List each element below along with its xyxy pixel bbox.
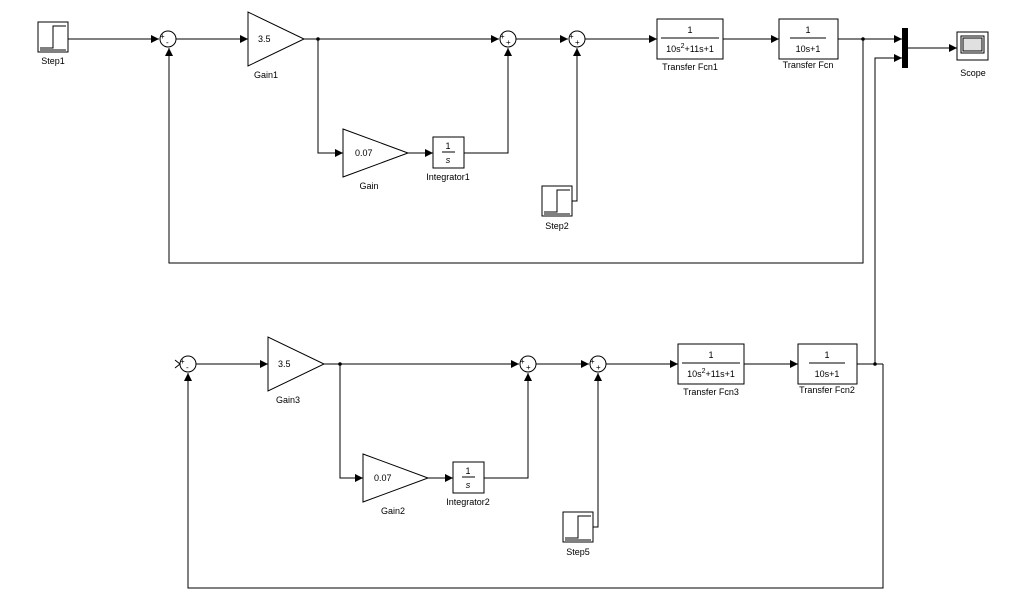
svg-text:1: 1 xyxy=(445,141,450,151)
gain3-label: Gain3 xyxy=(276,395,300,405)
transfer-fcn2-label: Transfer Fcn2 xyxy=(799,385,855,395)
integrator1-block[interactable]: 1 s xyxy=(432,136,465,169)
transfer-fcn2-block[interactable]: 1 10s+1 xyxy=(797,343,858,385)
svg-text:+: + xyxy=(500,32,505,41)
step5-block[interactable] xyxy=(562,511,594,543)
integrator2-block[interactable]: 1 s xyxy=(452,461,485,494)
transfer-fcn1-block[interactable]: 1 10s2+11s+1 xyxy=(656,18,724,60)
step2-label: Step2 xyxy=(545,221,569,231)
gain3-value: 3.5 xyxy=(278,359,291,369)
svg-text:10s2+11s+1: 10s2+11s+1 xyxy=(687,368,735,379)
svg-text:1: 1 xyxy=(465,466,470,476)
svg-text:+: + xyxy=(569,32,574,41)
svg-text:1: 1 xyxy=(708,350,713,360)
step5-label: Step5 xyxy=(566,547,590,557)
svg-text:s: s xyxy=(466,480,471,490)
svg-text:s: s xyxy=(446,155,451,165)
sum1-plus-sign: + xyxy=(160,32,165,41)
gain2-value: 0.07 xyxy=(374,473,392,483)
transfer-fcn-block[interactable]: 1 10s+1 xyxy=(778,18,839,60)
sum-block-3[interactable]: + + xyxy=(568,30,586,48)
sum1-minus-sign: - xyxy=(166,38,169,47)
svg-text:1: 1 xyxy=(687,25,692,35)
svg-text:10s+1: 10s+1 xyxy=(796,44,821,54)
gain3-block[interactable]: 3.5 xyxy=(267,336,326,392)
svg-text:1: 1 xyxy=(824,350,829,360)
sum-block-5[interactable]: + + xyxy=(519,355,537,373)
svg-text:+: + xyxy=(180,357,185,366)
gain-label: Gain xyxy=(359,181,378,191)
gain1-label: Gain1 xyxy=(254,70,278,80)
svg-text:-: - xyxy=(186,363,189,372)
transfer-fcn3-block[interactable]: 1 10s2+11s+1 xyxy=(677,343,745,385)
transfer-fcn1-label: Transfer Fcn1 xyxy=(662,62,718,72)
scope-block[interactable] xyxy=(956,31,989,61)
step1-block[interactable] xyxy=(37,21,69,53)
svg-text:+: + xyxy=(575,38,580,47)
svg-text:10s+1: 10s+1 xyxy=(815,369,840,379)
step2-block[interactable] xyxy=(541,185,573,217)
sum-block-6[interactable]: + + xyxy=(589,355,607,373)
svg-text:+: + xyxy=(526,363,531,372)
transfer-fcn3-label: Transfer Fcn3 xyxy=(683,387,739,397)
gain-value: 0.07 xyxy=(355,148,373,158)
integrator1-label: Integrator1 xyxy=(426,172,470,182)
gain1-block[interactable]: 3.5 xyxy=(247,11,306,67)
gain2-block[interactable]: 0.07 xyxy=(362,453,430,503)
svg-text:1: 1 xyxy=(805,25,810,35)
svg-text:+: + xyxy=(596,363,601,372)
svg-text:10s2+11s+1: 10s2+11s+1 xyxy=(666,43,714,54)
sum-block-1[interactable]: + - xyxy=(159,30,177,48)
svg-text:+: + xyxy=(520,357,525,366)
sum-block-2[interactable]: + + xyxy=(499,30,517,48)
gain-block[interactable]: 0.07 xyxy=(342,128,410,178)
gain2-label: Gain2 xyxy=(381,506,405,516)
svg-text:+: + xyxy=(506,38,511,47)
gain1-value: 3.5 xyxy=(258,34,271,44)
scope-label: Scope xyxy=(960,68,986,78)
mux-block[interactable] xyxy=(902,28,908,68)
integrator2-label: Integrator2 xyxy=(446,497,490,507)
transfer-fcn-label: Transfer Fcn xyxy=(783,60,834,70)
svg-text:+: + xyxy=(590,357,595,366)
sum-block-4[interactable]: + - xyxy=(179,355,197,373)
step1-label: Step1 xyxy=(41,56,65,66)
